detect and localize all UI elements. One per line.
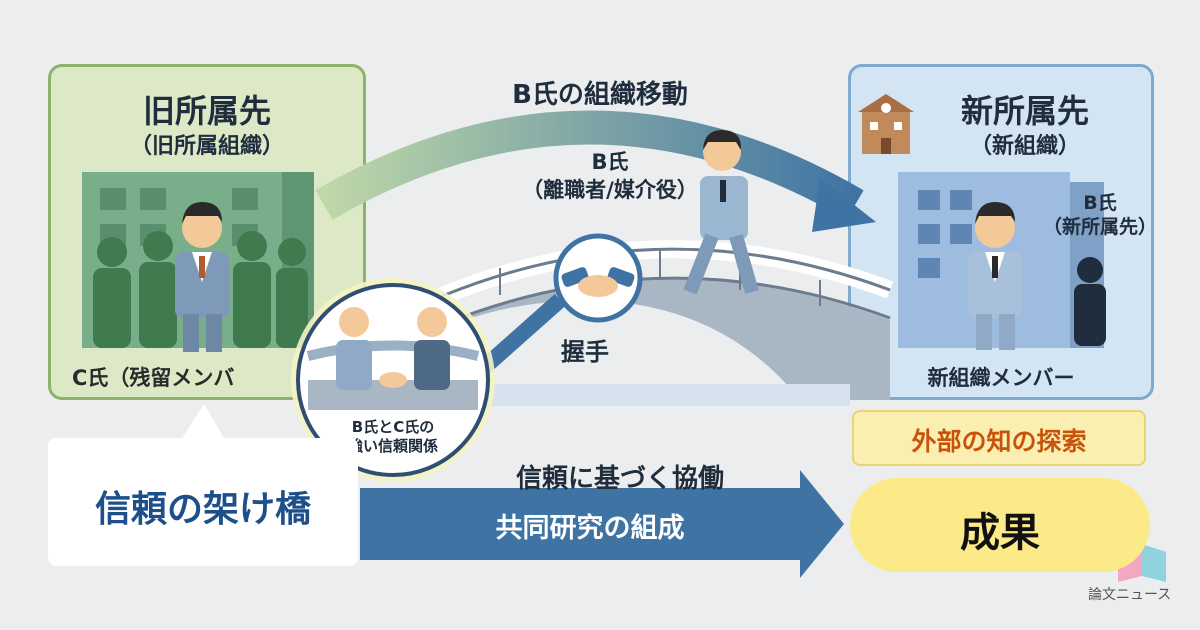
school-building-icon [858,94,914,154]
relationship-label: B氏とC氏の 強い信頼関係 [347,418,438,455]
collaboration-arrow-text: 共同研究の組成 [495,513,685,544]
old-org-title: 旧所属先 [142,92,271,130]
outcome-label: 成果 [960,510,1040,556]
transfer-arc-arrow [315,110,864,220]
person-b-new-figure [968,202,1022,350]
collaboration-arrow [360,470,844,578]
transfer-arrow-label: B氏の組織移動 [512,80,688,110]
new-org-title: 新所属先 [960,92,1089,130]
bridge-callout-box [48,438,358,566]
person-b-walking-label: B氏 （離職者/媒介役） [522,150,698,203]
brand-name: 論文ニュース [1088,587,1172,603]
old-org-subtitle: （旧所属組織） [129,134,284,159]
new-org-subtitle: （新組織） [969,134,1080,159]
handshake-icon [553,233,643,323]
exploration-label: 外部の知の探索 [911,427,1087,456]
bridge-callout-label: 信頼の架け橋 [94,489,311,530]
outcome-box [850,478,1150,572]
person-b-walking-figure [683,130,759,295]
bridge-shadow [470,384,850,406]
bridge-callout-tail [182,404,224,438]
new-member-silhouette [1074,257,1106,346]
remaining-member-label: C氏（残留メンバ [72,366,235,390]
new-org-member-label: 新組織メンバー [927,366,1075,390]
person-c-figure [175,202,229,352]
collaboration-label: 信頼に基づく協働 [515,464,724,494]
exploration-box [852,410,1146,466]
person-b-new-label: B氏 （新所属先） [1042,192,1157,238]
remaining-members-silhouettes [93,231,308,348]
handshake-label: 握手 [561,338,609,366]
relationship-circle [291,278,495,482]
